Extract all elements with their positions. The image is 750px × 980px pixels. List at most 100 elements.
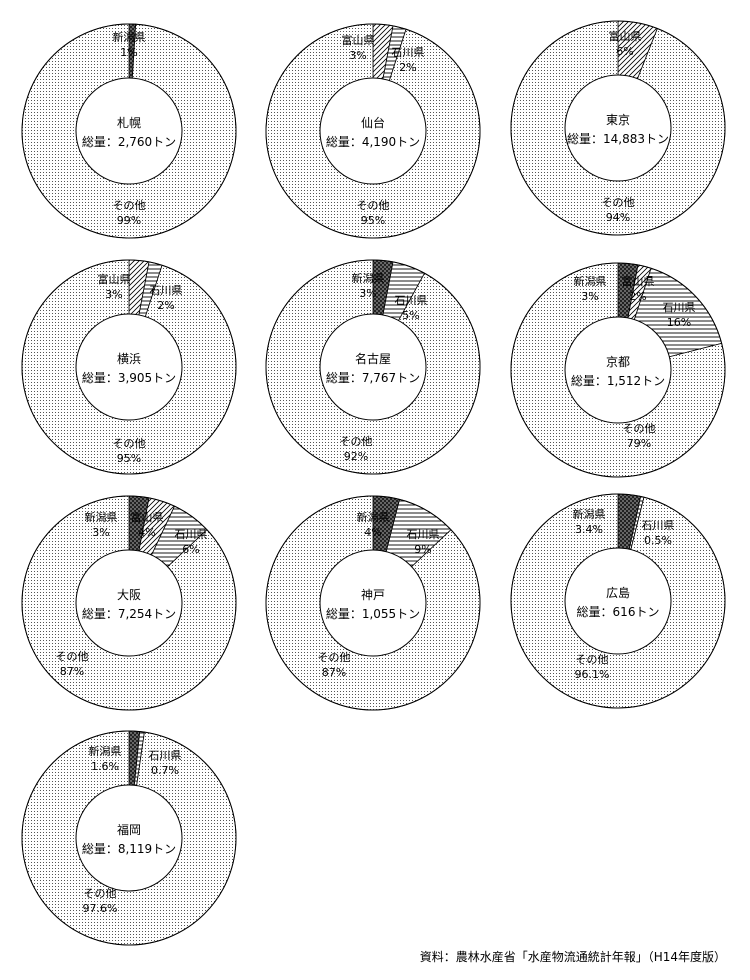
donut-outline — [510, 20, 726, 236]
slice-value: 6% — [616, 45, 633, 58]
slice-value: 2% — [629, 290, 646, 303]
donut-hole — [75, 549, 183, 657]
slice-value: 87% — [322, 666, 346, 679]
chart-total: 総量：2,760トン — [82, 135, 176, 149]
slice-value: 96.1% — [575, 668, 610, 681]
slice-value: 97.6% — [83, 902, 118, 915]
slice-label: 富山県 — [98, 272, 131, 286]
donut-hole — [319, 549, 427, 657]
donut-outline — [265, 495, 481, 711]
slice-value: 3% — [105, 288, 122, 301]
donut-outline — [21, 259, 237, 475]
slice-value: 3% — [581, 290, 598, 303]
chart-title: 東京 — [606, 113, 630, 127]
slice-value: 99% — [117, 214, 141, 227]
chart-title: 横浜 — [117, 352, 141, 366]
donut-outline — [265, 23, 481, 239]
slice-label: 新潟県 — [574, 274, 607, 288]
donut-hole — [564, 74, 672, 182]
chart-total: 総量：14,883トン — [567, 132, 669, 146]
slice-label: 富山県 — [622, 274, 655, 288]
donut-hole — [319, 77, 427, 185]
chart-total: 総量：4,190トン — [326, 135, 420, 149]
donut-hole — [75, 784, 183, 892]
chart-title: 札幌 — [117, 115, 141, 130]
slice-value: 9% — [414, 543, 431, 556]
chart-total: 総量：616トン — [577, 605, 660, 619]
slice-label: その他 — [318, 651, 351, 664]
slice-label: 石川県 — [149, 749, 182, 762]
donut-outline — [21, 730, 237, 946]
slice-label: その他 — [340, 435, 373, 448]
chart-total: 総量：3,905トン — [82, 371, 176, 385]
slice-label: 新潟県 — [85, 510, 118, 524]
slice-label: 新潟県 — [357, 510, 390, 524]
slice-label: 新潟県 — [573, 507, 606, 521]
slice-value: 4% — [138, 526, 155, 539]
slice-label: 新潟県 — [352, 271, 385, 285]
slice-value: 5% — [402, 309, 419, 322]
slice-label: その他 — [84, 887, 117, 900]
slice-value: 2% — [157, 299, 174, 312]
slice-value: 3% — [349, 49, 366, 62]
slice-value: 3% — [359, 287, 376, 300]
donut-hole — [564, 316, 672, 424]
donut-hole — [319, 313, 427, 421]
chart-title: 京都 — [606, 355, 630, 369]
donut-outline — [21, 495, 237, 711]
slice-label: その他 — [576, 653, 609, 666]
slice-value: 0.7% — [151, 764, 179, 777]
chart-total: 総量：7,767トン — [326, 371, 420, 385]
chart-total: 総量：7,254トン — [82, 607, 176, 621]
chart-title: 福岡 — [117, 822, 141, 837]
slice-label: 新潟県 — [89, 744, 122, 758]
slice-value: 4% — [364, 526, 381, 539]
slice-value: 87% — [60, 665, 84, 678]
slice-value: 1.6% — [91, 760, 119, 773]
slice-value: 16% — [667, 316, 691, 329]
slice-label: その他 — [113, 199, 146, 212]
slice-value: 0.5% — [644, 534, 672, 547]
slice-label: その他 — [623, 422, 656, 435]
slice-label: 石川県 — [663, 301, 696, 314]
slice-label: 石川県 — [642, 519, 675, 532]
donut-hole — [564, 547, 672, 655]
slice-value: 95% — [361, 214, 385, 227]
slice-value: 3% — [92, 526, 109, 539]
source-note: 資料：農林水産省「水産物流通統計年報」（H14年度版） — [419, 950, 726, 964]
slice-value: 94% — [606, 211, 630, 224]
slice-label: 石川県 — [407, 528, 440, 541]
slice-label: その他 — [113, 437, 146, 450]
slice-label: 石川県 — [392, 46, 425, 59]
slice-value: 1% — [120, 46, 137, 59]
slice-value: 79% — [627, 437, 651, 450]
slice-label: 石川県 — [175, 528, 208, 541]
chart-title: 仙台 — [361, 115, 385, 130]
slice-label: 新潟県 — [113, 30, 146, 44]
donut-hole — [75, 313, 183, 421]
slice-label: 富山県 — [131, 510, 164, 524]
slice-value: 3.4% — [575, 523, 603, 536]
donut-outline — [510, 262, 726, 478]
slice-label: 石川県 — [150, 284, 183, 297]
slice-label: 石川県 — [395, 294, 428, 307]
slice-value: 92% — [344, 450, 368, 463]
slice-label: 富山県 — [609, 29, 642, 43]
slice-label: その他 — [56, 650, 89, 663]
slice-value: 2% — [399, 61, 416, 74]
donut-hole — [75, 77, 183, 185]
chart-title: 広島 — [606, 585, 630, 600]
chart-total: 総量：1,055トン — [326, 607, 420, 621]
chart-title: 名古屋 — [355, 351, 391, 366]
chart-title: 大阪 — [117, 588, 141, 602]
